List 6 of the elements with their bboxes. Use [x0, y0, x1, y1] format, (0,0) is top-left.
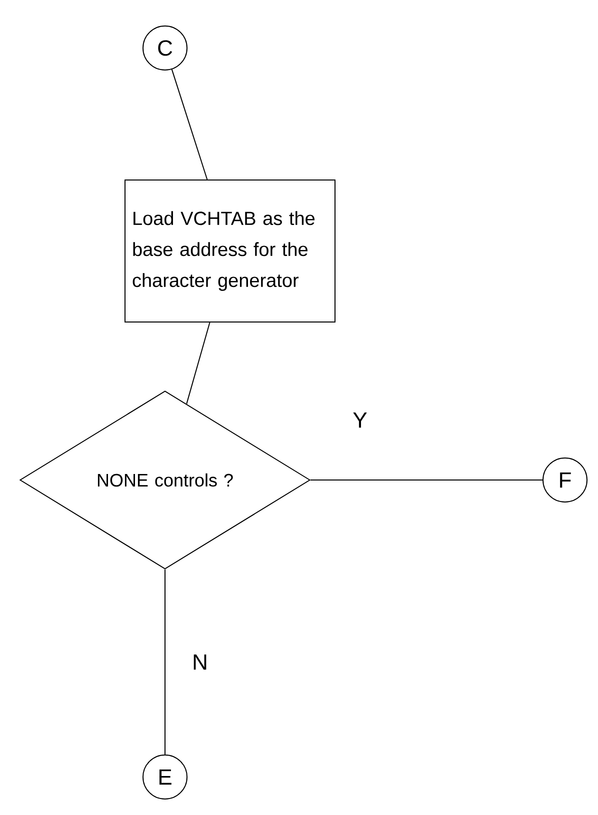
edge-label: Y [350, 410, 370, 430]
process-box: Load VCHTAB as the base address for the character generator [124, 180, 336, 322]
connector-line [171, 68, 208, 180]
edge-label: N [190, 652, 210, 672]
connector-line [164, 569, 166, 755]
connector-line [186, 322, 210, 404]
